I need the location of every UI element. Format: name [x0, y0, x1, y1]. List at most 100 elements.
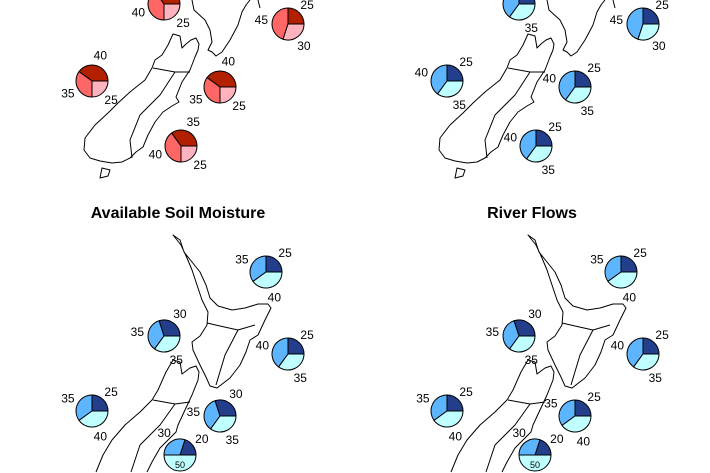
pie-label-below: 35	[542, 163, 556, 177]
pie-slice-above	[206, 70, 237, 88]
pie-slice-near	[75, 70, 93, 98]
pie-slice-below	[632, 353, 660, 371]
pie-label-above: 25	[300, 0, 314, 12]
pie-slice-above	[158, 319, 181, 337]
pie-label-near: 35	[416, 392, 430, 406]
panel-title-soil-moisture: Available Soil Moisture	[91, 205, 266, 222]
pie-label-near: 40	[149, 147, 163, 161]
pie-label-below: 35	[525, 21, 539, 35]
pie-label-near: 40	[132, 5, 146, 19]
pie-label-below: 35	[294, 371, 308, 385]
pie-slice-near	[249, 255, 267, 283]
pie-label-near: 40	[611, 339, 625, 353]
pie-slice-below	[637, 23, 660, 41]
pie-label-below: 30	[297, 39, 311, 53]
pie-label-above: 25	[655, 328, 669, 342]
pie-slice-below	[525, 145, 553, 163]
pie-label-above: 25	[300, 328, 314, 342]
pie-slice-below	[508, 3, 536, 21]
pie-label-above: 35	[187, 115, 201, 129]
pie-label-above: 25	[548, 120, 562, 134]
pie-label-above: 25	[587, 61, 601, 75]
pie-slice-below	[153, 335, 181, 353]
pie-label-near: 40	[415, 66, 429, 80]
pie-slice-below	[91, 80, 109, 98]
pie-charts: 3540252545304035254035253540252540352545…	[61, 0, 669, 472]
pie-slice-below	[607, 271, 638, 289]
pie-label-near: 30	[157, 426, 171, 440]
pie-south-island-east: 35 40 25	[149, 115, 207, 172]
pie-label-below: 30	[652, 39, 666, 53]
pie-label-below: 40	[449, 430, 463, 444]
pie-label-below: 25	[193, 158, 207, 172]
pie-slice-below	[561, 415, 592, 433]
pie-label-near: 40	[487, 0, 501, 3]
pie-label-above: 30	[528, 307, 542, 321]
pie-label-above: 25	[278, 246, 292, 260]
pie-label-below: 25	[232, 99, 246, 113]
pie-slice-above	[170, 129, 198, 147]
pie-slice-below	[518, 454, 552, 472]
pie-label-near: 40	[256, 339, 270, 353]
pie-slice-below	[163, 3, 181, 21]
pie-label-below: 35	[170, 353, 184, 367]
pie-south-island-west: 25 40 35	[415, 55, 473, 112]
pie-label-below: 50	[530, 460, 540, 470]
pie-label-near: 35	[189, 92, 203, 106]
pie-label-near: 35	[61, 86, 75, 100]
pie-slice-near	[558, 399, 576, 427]
pie-slice-below	[508, 335, 536, 353]
pie-slice-above	[518, 0, 536, 5]
pie-slice-near	[430, 64, 448, 95]
pie-slice-below	[436, 80, 464, 98]
pie-slice-near	[75, 394, 93, 422]
pie-slice-near	[147, 0, 165, 21]
pie-label-near: 35	[187, 405, 201, 419]
pie-label-below: 35	[581, 104, 595, 118]
pie-label-below: 35	[226, 433, 240, 447]
pie-label-above: 25	[633, 246, 647, 260]
pie-slice-above	[160, 0, 181, 5]
pie-slice-below	[180, 145, 198, 163]
pie-label-below: 25	[104, 93, 118, 107]
pie-slice-near	[430, 394, 448, 422]
pie-label-above: 25	[459, 55, 473, 69]
pie-label-above: 20	[195, 432, 209, 446]
pie-label-near: 30	[512, 426, 526, 440]
pie-slice-below	[209, 415, 237, 433]
nz-coastline-map	[450, 234, 627, 473]
pie-label-near: 35	[486, 325, 500, 339]
pie-slice-near	[502, 320, 520, 350]
pie-label-near: 35	[544, 397, 558, 411]
pie-slice-near	[163, 438, 186, 456]
pie-label-below: 40	[623, 291, 637, 305]
pie-label-above: 25	[104, 385, 118, 399]
pie-slice-below	[433, 410, 464, 428]
pie-slice-below	[277, 353, 305, 371]
pie-slice-below	[282, 23, 305, 41]
pie-label-below: 35	[453, 98, 467, 112]
pie-label-near: 35	[131, 325, 145, 339]
pie-north-island-east: 25 40 35	[256, 328, 314, 385]
pie-slice-near	[203, 76, 221, 104]
pie-label-below: 40	[94, 430, 108, 444]
pie-slice-near	[147, 320, 165, 350]
nz-coastline-map	[95, 234, 272, 473]
pie-label-near: 45	[255, 13, 269, 27]
pie-slice-below	[564, 86, 592, 104]
pie-label-above: 25	[587, 390, 601, 404]
pie-slice-near	[519, 129, 537, 160]
